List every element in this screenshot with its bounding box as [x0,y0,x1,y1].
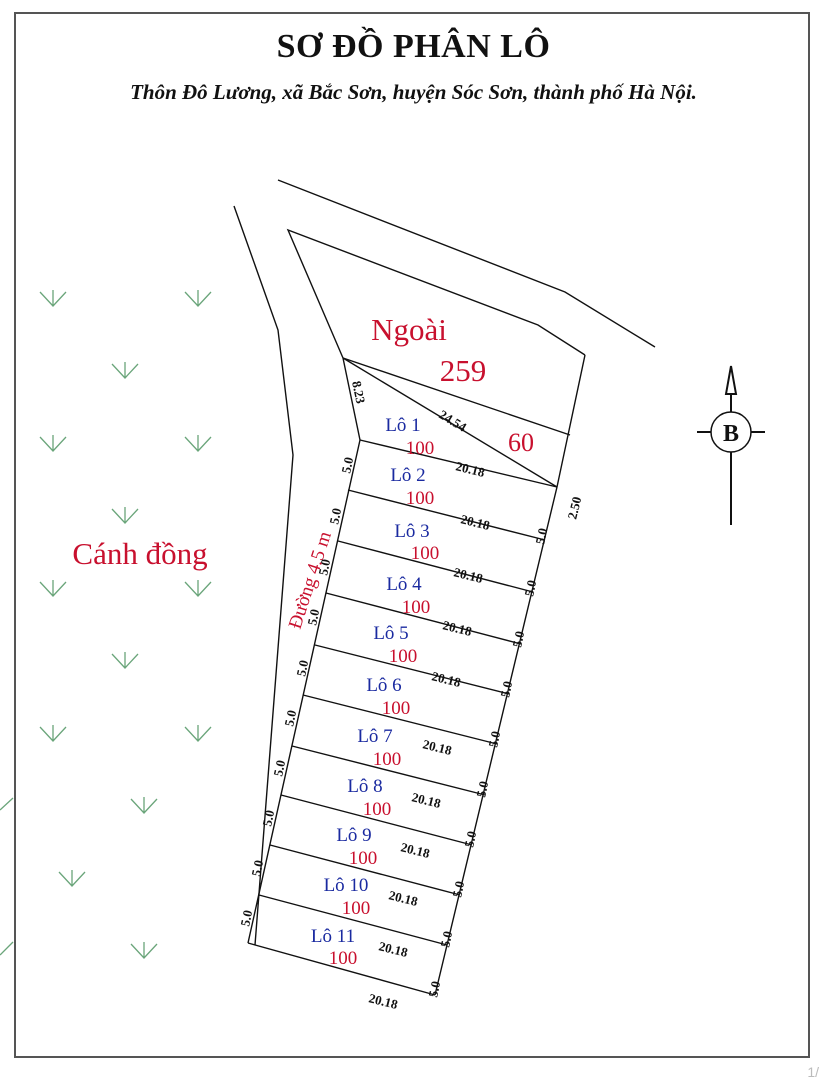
grass-icon [130,797,158,814]
depth-dimensions: 20.18 20.18 20.18 20.18 20.18 20.18 20.1… [367,458,491,1012]
lot-labels: Lô 1 100 Lô 2 100 Lô 3 100 Lô 4 100 Lô 5… [311,415,439,969]
dim-width: 5.0 [326,507,344,526]
lot-area: 100 [329,948,358,969]
dim-width: 5.0 [449,880,467,899]
dim-width: 5.0 [461,830,479,849]
dim-depth: 20.18 [430,668,462,690]
dim-width: 5.0 [237,909,255,928]
grass-icon [184,290,212,307]
lot-name: Lô 6 [366,675,401,696]
dim-width: 5.0 [497,680,515,699]
lot-name: Lô 1 [385,415,420,436]
grass-icon [184,435,212,452]
remainder-area: 60 [508,428,534,457]
dim-depth: 20.18 [410,789,442,811]
lot-area: 100 [402,597,431,618]
lot-area: 100 [406,438,435,459]
grass-icon [39,725,67,742]
dim-depth: 20.18 [459,511,491,533]
lot-name: Lô 4 [386,574,422,595]
lot-name: Lô 10 [324,875,369,896]
dim-depth: 20.18 [452,564,484,586]
dim-width: 5.0 [281,709,299,728]
outer-parcel-area: 259 [440,353,487,388]
dim-width: 5.0 [425,980,443,999]
north-arrow-icon [724,365,738,395]
lot-area: 100 [373,749,402,770]
page-title: SƠ ĐỒ PHÂN LÔ [276,28,551,65]
right-width-dimensions: 5.0 5.0 5.0 5.0 5.0 5.0 5.0 5.0 5.0 5.0 [425,527,550,999]
outer-parcel-boundary [286,228,586,359]
grass-icon [130,942,158,959]
dim-depth: 20.18 [399,839,431,861]
outer-parcel-name: Ngoài [371,312,447,347]
lot1-diagonal [342,357,558,488]
grass-icon [58,870,86,887]
lot-area: 100 [389,646,418,667]
compass-letter: B [723,421,739,447]
dim-depth: 20.18 [367,990,399,1012]
lot-name: Lô 11 [311,926,355,947]
road-edge-top [277,179,656,348]
dim-depth: 20.18 [421,736,453,758]
dim-right-top: 2.50 [564,495,584,521]
left-width-dimensions: 5.0 5.0 5.0 5.0 5.0 5.0 5.0 5.0 5.0 5.0 [237,456,356,928]
grass-icon [184,580,212,597]
field-grass-icons [0,290,212,959]
lot-name: Lô 5 [373,623,408,644]
dim-width: 5.0 [304,608,322,627]
lot-name: Lô 8 [347,776,382,797]
dim-width: 5.0 [270,759,288,778]
lot-area: 100 [382,698,411,719]
grass-icon [39,290,67,307]
dim-width: 5.0 [521,579,539,598]
dim-depth: 20.18 [441,617,473,639]
page-subtitle: Thôn Đô Lương, xã Bắc Sơn, huyện Sóc Sơn… [130,80,697,104]
grass-icon [39,580,67,597]
map-frame [14,12,810,1058]
dim-width: 5.0 [437,930,455,949]
dim-width: 5.0 [473,780,491,799]
lot-name: Lô 7 [357,726,392,747]
dim-width: 5.0 [248,859,266,878]
dim-lot1-left: 8.23 [349,380,369,406]
dim-depth: 20.18 [454,458,486,480]
lot-area: 100 [406,488,435,509]
dim-width: 5.0 [315,558,333,577]
dim-width: 5.0 [259,809,277,828]
lot-area: 100 [363,799,392,820]
dim-depth: 20.18 [377,938,409,960]
grass-icon [111,507,139,524]
dim-width: 5.0 [532,527,550,546]
grass-icon [39,435,67,452]
lot-area: 100 [411,543,440,564]
lot-area: 100 [349,848,378,869]
lot-name: Lô 9 [336,825,371,846]
road-edge-left [233,205,294,946]
dim-width: 5.0 [338,456,356,475]
dim-width: 5.0 [293,659,311,678]
grass-icon [111,652,139,669]
grass-icon [111,362,139,379]
page-indicator: 1/ [807,1064,819,1080]
north-compass: B [697,365,765,525]
outer-parcel-bottom [342,357,571,436]
lots-left-boundary [247,357,361,944]
lot-name: Lô 3 [394,521,429,542]
lot-area: 100 [342,898,371,919]
boundary-lines [233,179,656,996]
dim-width: 5.0 [485,730,503,749]
lot-name: Lô 2 [390,465,425,486]
dim-depth: 20.18 [387,887,419,909]
dim-width: 5.0 [509,630,527,649]
grass-icon [184,725,212,742]
field-label: Cánh đồng [72,536,207,571]
